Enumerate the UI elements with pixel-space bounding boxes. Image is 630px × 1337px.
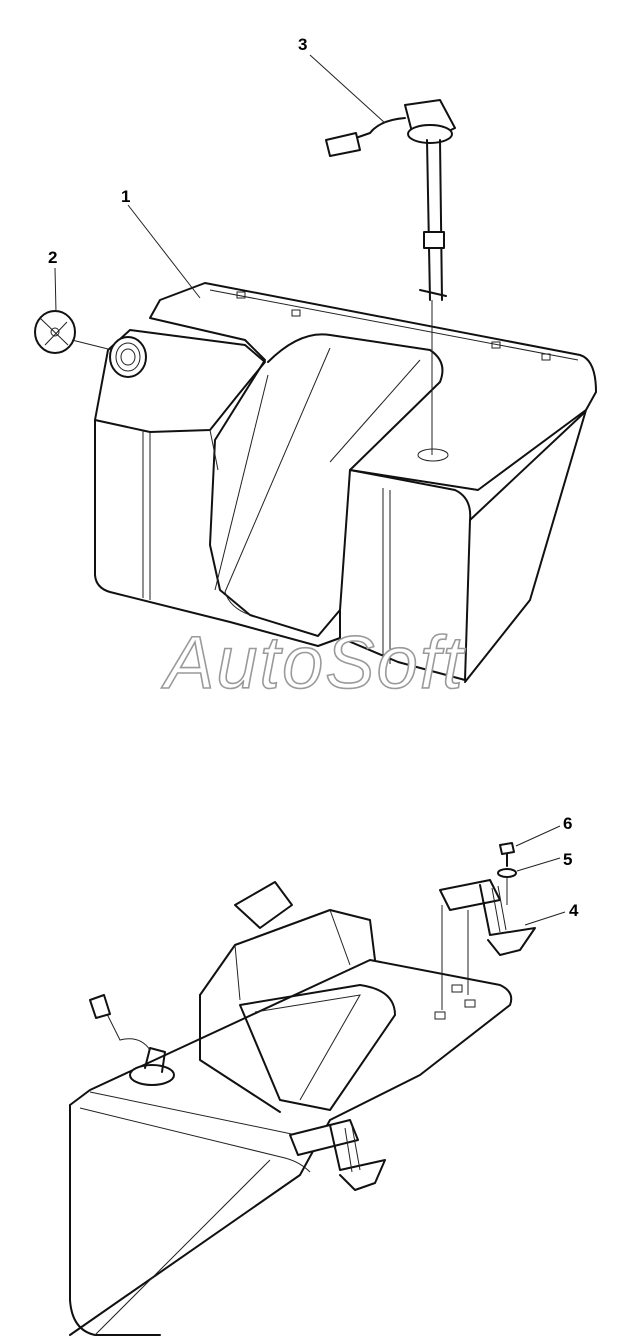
- strap-bracket-front: [439, 879, 536, 1010]
- callout-2: 2: [48, 248, 57, 267]
- fuel-level-sender: [325, 99, 456, 455]
- callout-6: 6: [563, 814, 572, 833]
- callouts-lower: 6 5 4: [515, 814, 579, 926]
- callout-1: 1: [121, 187, 130, 206]
- watermark: AutoSoft: [161, 621, 466, 704]
- fuel-tank-bottom-view: [69, 881, 513, 1336]
- callout-5: 5: [563, 850, 572, 869]
- bolt-and-washer: [497, 842, 517, 905]
- fuel-cap: [34, 310, 113, 354]
- strap-bracket-rear: [289, 1119, 386, 1191]
- callout-3: 3: [298, 35, 307, 54]
- fuel-tank-top-view: [94, 282, 597, 683]
- callouts-upper: 1 2 3: [48, 35, 386, 313]
- callout-4: 4: [569, 901, 579, 920]
